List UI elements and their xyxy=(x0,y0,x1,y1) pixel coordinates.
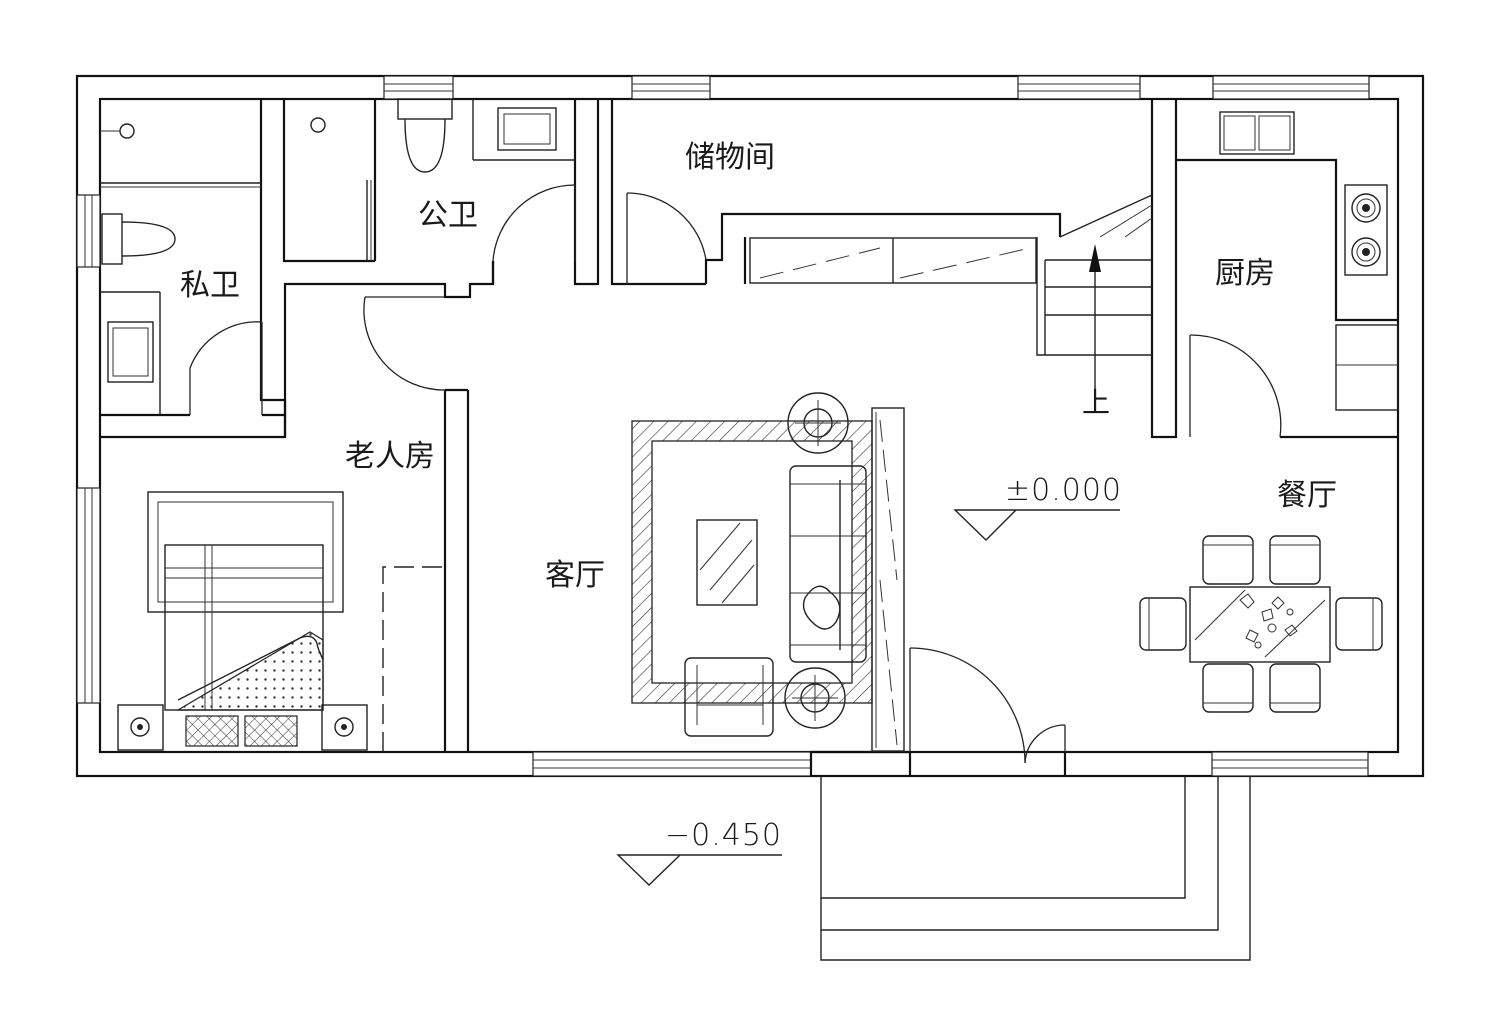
armchair-icon xyxy=(684,657,774,737)
entry-terrace xyxy=(820,776,1251,961)
side-table-lamp-icon xyxy=(787,392,849,454)
dining-chair-icon xyxy=(1335,597,1383,651)
dining-table-icon xyxy=(1189,586,1331,663)
toilet-icon xyxy=(404,118,446,173)
room-label-private-bath: 私卫 xyxy=(180,268,240,303)
room-label-public-bath: 公卫 xyxy=(418,198,478,233)
nightstand-icon xyxy=(117,704,164,751)
fridge-icon xyxy=(1335,324,1399,411)
dining-chair-icon xyxy=(1139,597,1187,651)
bed-icon xyxy=(147,491,344,747)
side-table-lamp-icon xyxy=(784,667,846,729)
room-label-elder-room: 老人房 xyxy=(345,439,435,474)
living-room-furniture xyxy=(631,392,905,752)
washbasin-icon xyxy=(107,321,154,383)
wardrobe-icon xyxy=(382,566,445,752)
room-labels: 私卫 公卫 储物间 厨房 老人房 客厅 餐厅 上 xyxy=(180,140,1337,593)
room-label-kitchen: 厨房 xyxy=(1215,256,1275,291)
shower-icon xyxy=(119,123,135,139)
kitchen-fixtures xyxy=(1219,111,1399,411)
rug-icon xyxy=(631,420,873,704)
dining-furniture xyxy=(1139,535,1383,713)
dining-chair-icon xyxy=(1202,535,1254,585)
nightstand-icon xyxy=(321,704,368,751)
stair-arrow-icon xyxy=(1089,244,1101,272)
interior-walls xyxy=(100,99,1398,776)
shower-icon xyxy=(310,117,326,133)
level-label-indoor: ±0.000 xyxy=(1005,473,1122,508)
dining-chair-icon xyxy=(1269,535,1321,585)
stair-up-label: 上 xyxy=(1082,386,1110,419)
coffee-table-icon xyxy=(696,519,758,606)
dining-chair-icon xyxy=(1202,663,1254,713)
windows xyxy=(76,75,1370,777)
public-bath-fixtures xyxy=(310,98,575,261)
room-label-living-room: 客厅 xyxy=(545,558,605,593)
level-marker-indoor: ±0.000 xyxy=(953,473,1122,541)
washbasin-icon xyxy=(497,107,557,151)
elder-room-furniture xyxy=(117,491,445,752)
toilet-icon xyxy=(121,221,176,257)
level-label-outdoor: −0.450 xyxy=(665,818,782,853)
sofa-icon xyxy=(789,465,867,663)
dining-chair-icon xyxy=(1269,663,1321,713)
level-marker-outdoor: −0.450 xyxy=(616,818,782,886)
staircase xyxy=(1036,194,1153,390)
stove-icon xyxy=(1344,184,1388,276)
doors xyxy=(189,184,1282,764)
room-label-storage: 储物间 xyxy=(685,140,775,175)
tv-cabinet-icon xyxy=(871,407,905,752)
room-label-dining-room: 餐厅 xyxy=(1277,478,1337,513)
private-bath-fixtures xyxy=(100,123,261,415)
sink-icon xyxy=(1219,111,1295,155)
